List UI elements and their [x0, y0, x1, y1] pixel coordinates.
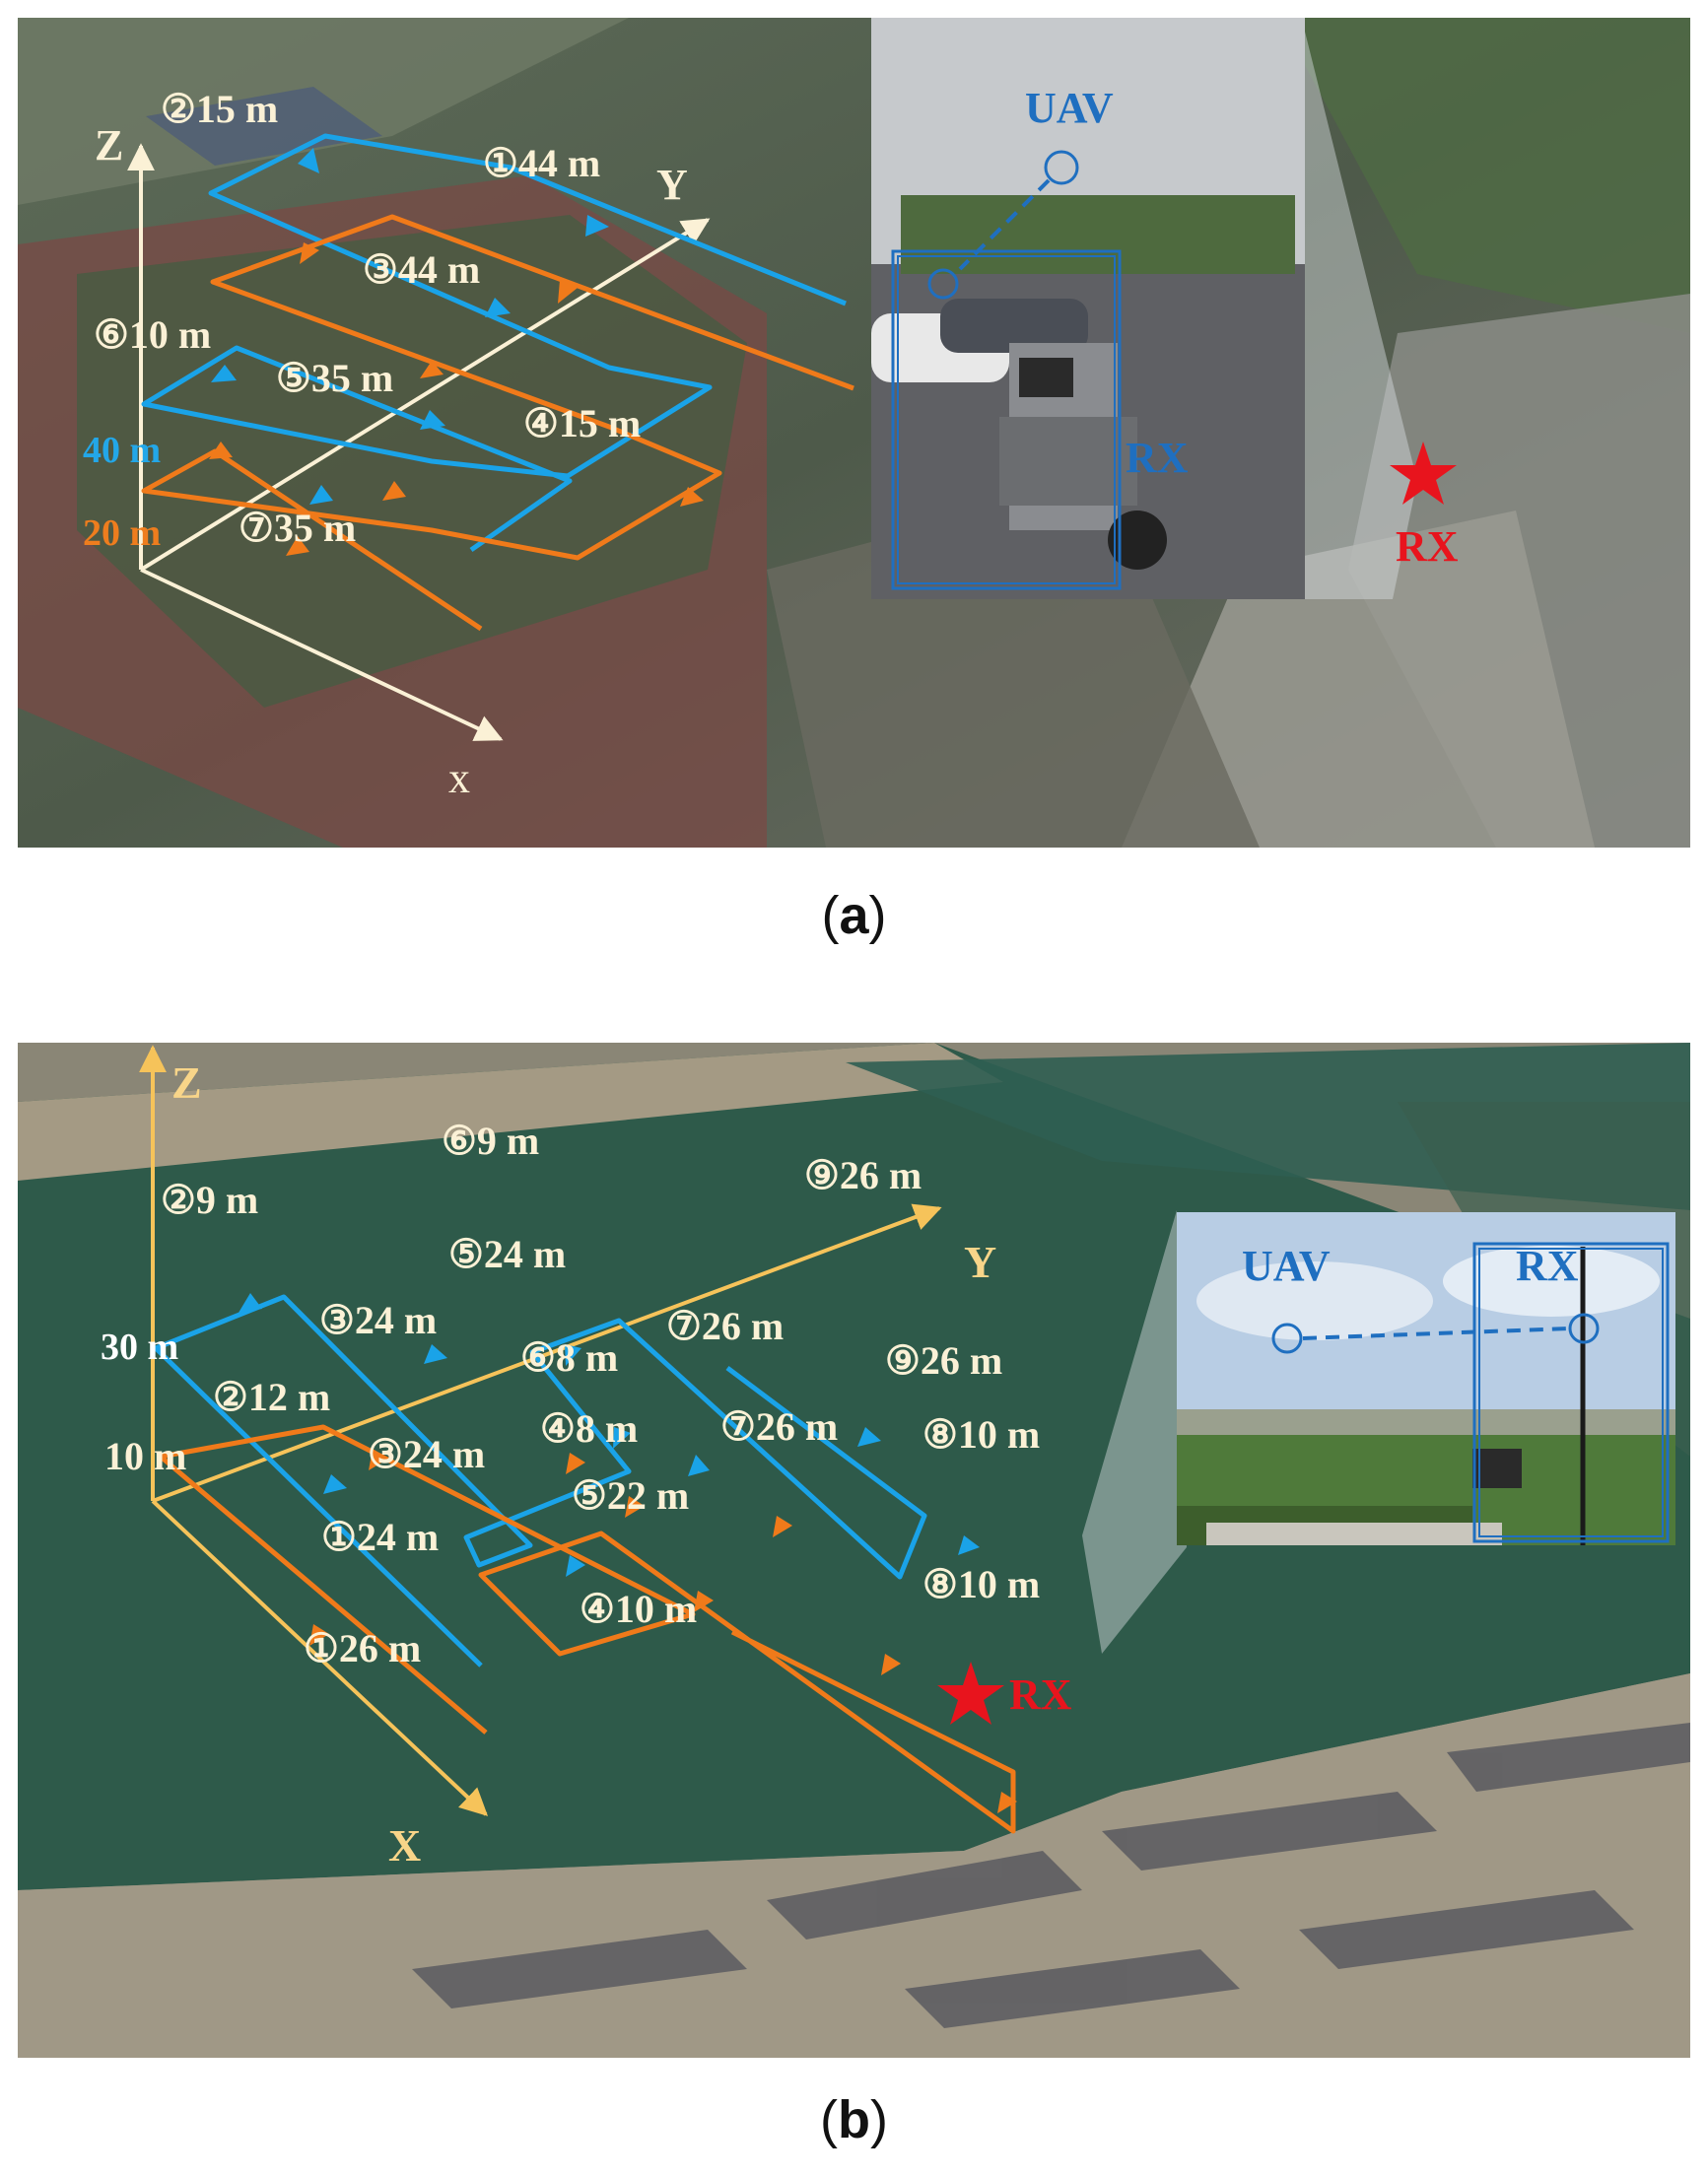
panel-b-axes: [139, 1045, 942, 1816]
segment-label-4-high: ④8 m: [540, 1406, 639, 1451]
panel-a-map-graphic: [18, 18, 1690, 848]
panel-b-aerial-map: Z Y X 30 m 10 m ②9 m ⑥9 m ⑨26 m ⑤24 m ③2…: [18, 1043, 1690, 2058]
altitude-label-low: 10 m: [104, 1434, 187, 1478]
segment-label-8-low: ⑧10 m: [922, 1562, 1041, 1606]
segment-label-2-high: ②9 m: [161, 1178, 259, 1222]
segment-label-6-low: ⑥8 m: [520, 1335, 619, 1380]
rx-star-marker: [937, 1662, 1004, 1725]
panel-a-aerial-map: Z Y x ①44 m ②15 m ③44 m ④15 m ⑤35 m ⑥10 …: [18, 18, 1690, 848]
segment-label-5-high: ⑤24 m: [448, 1232, 567, 1276]
segment-label-6-high: ⑥9 m: [442, 1119, 540, 1163]
segment-label-1: ①44 m: [483, 141, 601, 185]
x-axis: [151, 1499, 489, 1816]
altitude-label-high: 40 m: [83, 430, 162, 471]
segment-label-9-low: ⑨26 m: [885, 1338, 1003, 1383]
segment-label-4: ④15 m: [523, 401, 642, 445]
route-high-altitude: [153, 1294, 927, 1668]
photo-label-rx: RX: [1126, 434, 1189, 482]
segment-label-7-low: ⑦26 m: [720, 1404, 839, 1449]
altitude-label-low: 20 m: [83, 512, 162, 554]
y-axis: [139, 218, 711, 572]
axis-label-z: Z: [171, 1057, 202, 1108]
axis-label-y: Y: [964, 1237, 997, 1287]
segment-label-3: ③44 m: [363, 247, 481, 292]
caption-b: (b): [820, 2090, 888, 2149]
route-direction-arrows: [209, 148, 704, 556]
inset-callout-wedge: [1082, 1210, 1187, 1654]
photo-label-rx: RX: [1516, 1242, 1579, 1290]
photo-inset-a: [871, 18, 1305, 599]
segment-label-1-low: ①26 m: [304, 1626, 422, 1670]
rx-marker-label: RX: [1009, 1670, 1072, 1719]
segment-label-2-low: ②12 m: [213, 1375, 331, 1419]
segment-label-5-low: ⑤22 m: [572, 1473, 690, 1518]
segment-label-6: ⑥10 m: [94, 312, 212, 357]
rx-marker-label: RX: [1396, 522, 1459, 571]
photo-inset-b: [1177, 1212, 1675, 1545]
route-direction-arrows: [239, 1293, 1017, 1813]
segment-label-2: ②15 m: [161, 87, 279, 131]
segment-label-1-high: ①24 m: [321, 1515, 440, 1559]
inset-callout-wedge: [1304, 28, 1417, 599]
segment-label-9-high: ⑨26 m: [804, 1153, 922, 1197]
photo-label-uav: UAV: [1242, 1242, 1331, 1290]
axis-label-x: x: [448, 754, 470, 802]
panel-b-map-graphic: [18, 1043, 1690, 2058]
segment-label-4-low: ④10 m: [580, 1587, 698, 1631]
segment-label-5: ⑤35 m: [276, 356, 394, 400]
altitude-label-high: 30 m: [101, 1327, 179, 1368]
segment-label-7: ⑦35 m: [239, 506, 357, 550]
rx-star-marker: [1390, 442, 1457, 505]
segment-label-3-high: ③24 m: [319, 1298, 438, 1342]
segment-label-3-low: ③24 m: [368, 1432, 486, 1476]
axis-label-z: Z: [95, 121, 124, 170]
segment-label-7-high: ⑦26 m: [666, 1304, 785, 1348]
photo-label-uav: UAV: [1025, 84, 1114, 132]
route-high-altitude: [141, 133, 847, 553]
axis-label-y: Y: [656, 161, 688, 209]
caption-a: (a): [821, 886, 887, 945]
segment-label-8-high: ⑧10 m: [922, 1412, 1041, 1457]
axis-label-x: X: [388, 1820, 422, 1871]
x-axis: [140, 568, 504, 741]
caption-b-letter: b: [838, 2090, 870, 2149]
panel-a-axes: [127, 143, 711, 741]
caption-a-letter: a: [839, 886, 869, 945]
y-axis: [152, 1203, 942, 1503]
